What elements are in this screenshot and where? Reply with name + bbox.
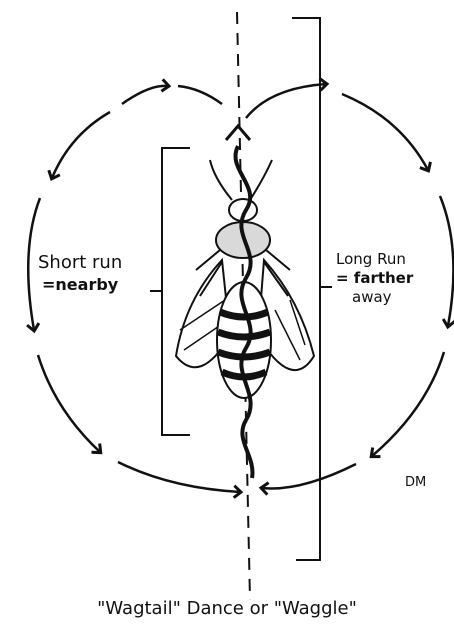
caption: "Wagtail" Dance or "Waggle" [0, 600, 454, 618]
artist-initials: DM [405, 476, 426, 489]
short-run-label: Short run [38, 254, 122, 272]
long-run-meaning: = farther [336, 271, 413, 286]
long-run-meaning-2: away [352, 290, 392, 305]
short-run-bracket [162, 148, 190, 435]
long-run-bracket [292, 18, 320, 560]
long-run-label: Long Run [336, 252, 406, 267]
short-run-meaning: =nearby [42, 277, 118, 293]
top-chevron [226, 126, 250, 140]
